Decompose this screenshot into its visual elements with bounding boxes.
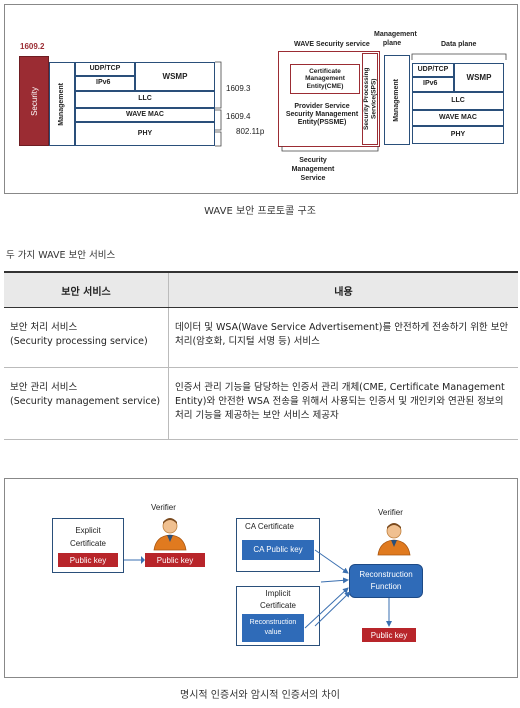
- verifier1-public-key: Public key: [145, 553, 205, 567]
- llc-box-left: LLC: [75, 91, 215, 108]
- explicit-cert-title: Explicit Certificate: [69, 526, 106, 548]
- table-title: 두 가지 WAVE 보안 서비스: [6, 250, 116, 261]
- management-label-right: Management: [392, 78, 400, 122]
- ipv6-box-right: IPv6: [412, 77, 454, 92]
- sps-label: Security Processing Service(SPS): [362, 67, 377, 131]
- explicit-arrow: [124, 556, 145, 564]
- table-row: 보안 처리 서비스 (Security processing service) …: [4, 307, 518, 368]
- figure1-frame: [4, 4, 518, 194]
- data-plane-label: Data plane: [441, 41, 477, 48]
- implicit-cert-box: Implicit Certificate: [236, 586, 320, 646]
- result-public-key: Public key: [362, 628, 416, 642]
- header-service: 보안 서비스: [4, 271, 169, 308]
- wave-security-service-label: WAVE Security service: [294, 41, 370, 48]
- security-service-outer: [278, 51, 380, 147]
- row2-service: 보안 관리 서비스 (Security management service): [4, 367, 169, 440]
- management-plane-label: Management plane: [374, 30, 417, 48]
- std-1609-3-label: 1609.3: [226, 84, 251, 93]
- pssme-box: Provider Service Security Management Ent…: [283, 98, 361, 132]
- row2-content: 인증서 관리 기능을 담당하는 인증서 관리 개체(CME, Certifica…: [168, 367, 518, 440]
- ipv6-box-left: IPv6: [75, 76, 135, 91]
- llc-box-right: LLC: [412, 92, 504, 110]
- implicit-arrows: [304, 549, 392, 629]
- security-management-service-text: Security Management Service: [291, 157, 335, 183]
- management-plane-text: Management plane: [374, 31, 417, 48]
- wsmp-box-left: WSMP: [135, 62, 215, 91]
- reconstruction-value: Reconstruction value: [242, 614, 304, 642]
- phy-box-right: PHY: [412, 126, 504, 144]
- wave-mac-box-left: WAVE MAC: [75, 108, 215, 122]
- ca-cert-title: CA Certificate: [245, 522, 294, 531]
- management-block-left: Management: [49, 62, 75, 146]
- wsmp-box-right: WSMP: [454, 63, 504, 92]
- table-header-row: 보안 서비스 내용: [4, 271, 518, 308]
- data-plane-bracket: [411, 53, 507, 60]
- security-management-service-label: Security Management Service: [282, 156, 344, 183]
- std-802-11p-label: 802.11p: [236, 127, 265, 136]
- verifier2-label: Verifier: [378, 508, 403, 517]
- wave-mac-box-right: WAVE MAC: [412, 110, 504, 126]
- figure2-frame: [4, 478, 518, 678]
- verifier2-person-icon: [377, 523, 411, 556]
- header-content: 내용: [168, 271, 518, 308]
- version-1609-2-label: 1609.2: [20, 42, 45, 51]
- implicit-cert-title: Implicit Certificate: [259, 589, 296, 610]
- ca-public-key: CA Public key: [242, 540, 314, 560]
- left-bracket-lines: [215, 61, 222, 147]
- phy-box-left: PHY: [75, 122, 215, 146]
- management-block-right: Management: [384, 55, 410, 145]
- security-mgmt-bracket: [281, 146, 379, 152]
- management-label-left: Management: [57, 82, 65, 126]
- reconstruction-function: Reconstruction Function: [349, 564, 423, 598]
- cme-box: Certificate Management Entity(CME): [290, 64, 360, 94]
- security-services-table: 보안 서비스 내용 보안 처리 서비스 (Security processing…: [4, 271, 518, 440]
- explicit-public-key: Public key: [58, 553, 118, 567]
- ca-cert-box: CA Certificate: [236, 518, 320, 572]
- figure2-caption: 명시적 인증서와 암시적 인증서의 차이: [180, 690, 340, 701]
- sps-box: Security Processing Service(SPS): [362, 53, 378, 145]
- udp-tcp-box-right: UDP/TCP: [412, 63, 454, 77]
- verifier1-label: Verifier: [151, 503, 176, 512]
- udp-tcp-box-left: UDP/TCP: [75, 62, 135, 76]
- security-label: Security: [29, 86, 39, 116]
- security-block: Security: [19, 56, 49, 146]
- table-row: 보안 관리 서비스 (Security management service) …: [4, 367, 518, 440]
- row1-content: 데이터 및 WSA(Wave Service Advertisement)를 안…: [168, 307, 518, 368]
- row1-service: 보안 처리 서비스 (Security processing service): [4, 307, 169, 368]
- figure1-caption: WAVE 보안 프로토콜 구조: [204, 206, 316, 217]
- verifier1-person-icon: [153, 518, 187, 551]
- std-1609-4-label: 1609.4: [226, 112, 251, 121]
